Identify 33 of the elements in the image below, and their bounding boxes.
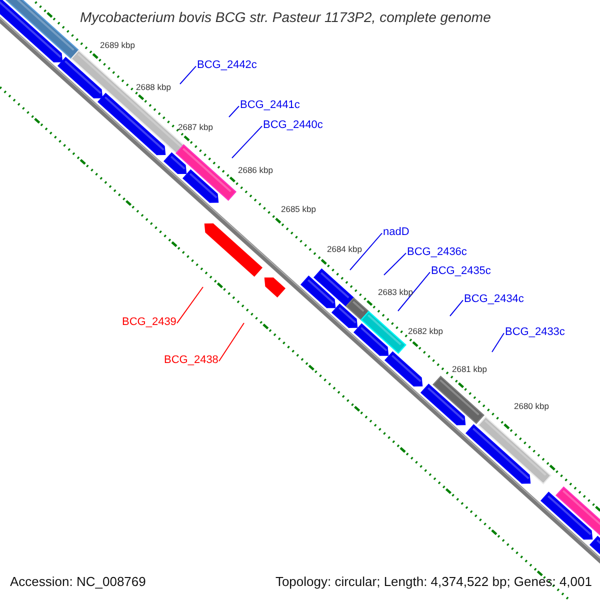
leader-line: [218, 322, 244, 362]
scale-label: 2684 kbp: [327, 244, 362, 254]
gene-label: BCG_2442c: [197, 59, 257, 72]
map-title: Mycobacterium bovis BCG str. Pasteur 1173P2, complete genome: [80, 9, 491, 26]
scale-label: 2689 kbp: [100, 40, 135, 50]
gene-label: BCG_2434c: [464, 293, 524, 306]
genome-summary: Topology: circular; Length: 4,374,522 bp; Genes: 4,001: [275, 574, 592, 590]
leader-line: [450, 300, 464, 316]
gene-label: BCG_2439: [122, 316, 176, 330]
leader-line: [350, 232, 382, 270]
leader-line: [384, 252, 406, 276]
gene-label: nadD: [383, 226, 410, 240]
scale-label: 2682 kbp: [408, 326, 443, 336]
accession-text: Accession: NC_008769: [10, 574, 146, 590]
scale-label: 2687 kbp: [178, 122, 213, 132]
leader-line: [180, 66, 196, 84]
leader-line: [398, 272, 430, 312]
scale-label: 2683 kbp: [378, 287, 413, 298]
scale-label: 2688 kbp: [136, 82, 171, 92]
scale-label: 2685 kbp: [281, 204, 316, 214]
leader-line: [228, 106, 240, 118]
gene-label: BCG_2433c: [505, 326, 565, 340]
scale-label: 2681 kbp: [452, 364, 487, 374]
gene-label: BCG_2435c: [431, 265, 491, 278]
gene-label: BCG_2440c: [263, 119, 323, 132]
leader-line: [176, 286, 204, 324]
gene-label: BCG_2441c: [240, 99, 300, 112]
scale-label: 2680 kbp: [514, 401, 549, 412]
leader-line: [492, 332, 504, 352]
gene-label: BCG_2436c: [407, 246, 467, 260]
scale-label: 2686 kbp: [238, 165, 273, 176]
leader-line: [232, 126, 262, 158]
gene-label: BCG_2438: [164, 354, 218, 368]
